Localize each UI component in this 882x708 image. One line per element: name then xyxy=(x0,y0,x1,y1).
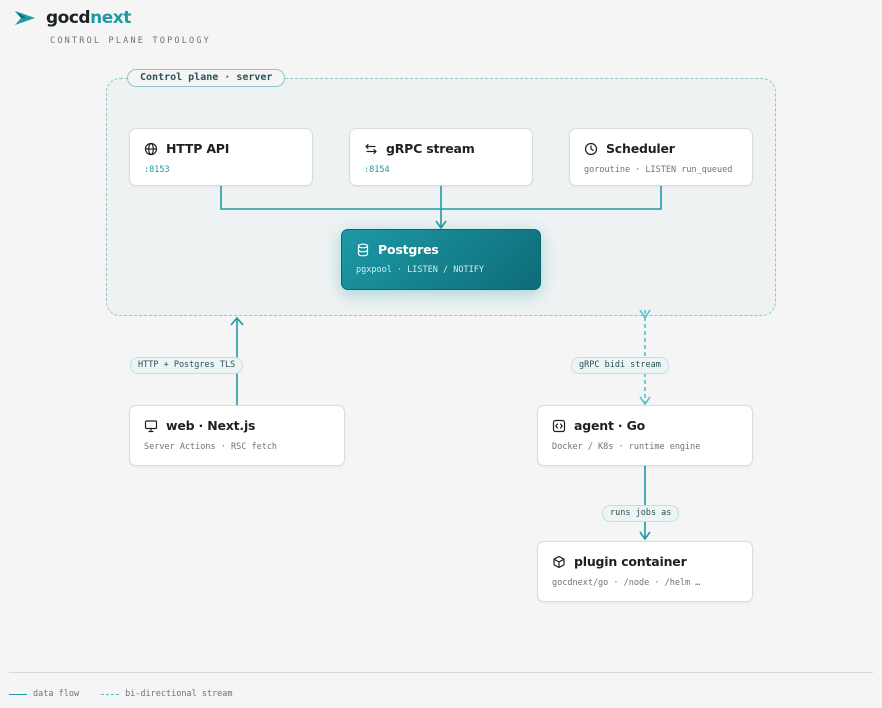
clock-icon xyxy=(584,142,598,155)
edge-agent-to-plugin-arrow xyxy=(639,531,651,541)
node-title: gRPC stream xyxy=(386,141,475,156)
node-title: HTTP API xyxy=(166,141,230,156)
node-scheduler[interactable]: Scheduler goroutine · LISTEN run_queued xyxy=(569,128,753,186)
node-subtitle: Docker / K8s · runtime engine xyxy=(552,442,701,452)
monitor-icon xyxy=(144,419,158,432)
node-http-api[interactable]: HTTP API :8153 xyxy=(129,128,313,186)
node-subtitle: pgxpool · LISTEN / NOTIFY xyxy=(356,265,484,275)
node-subtitle: gocdnext/go · /node · /helm … xyxy=(552,578,701,588)
node-title: web · Next.js xyxy=(166,418,256,433)
legend-dashed-label: bi-directional stream xyxy=(125,689,233,699)
node-subtitle: Server Actions · RSC fetch xyxy=(144,442,278,452)
node-title: Postgres xyxy=(378,242,439,257)
legend-solid-line xyxy=(9,693,27,695)
cube-icon xyxy=(553,555,565,568)
node-web[interactable]: web · Next.js Server Actions · RSC fetch xyxy=(129,405,345,466)
code-icon xyxy=(552,419,566,432)
edge-label-agent-plugin: runs jobs as xyxy=(602,505,680,522)
database-icon xyxy=(357,243,369,256)
legend-dashed-line xyxy=(101,693,120,695)
edge-web-to-server-arrow xyxy=(230,316,244,326)
arrows-exchange-icon xyxy=(365,143,377,154)
brand-name: gocdnext xyxy=(46,8,131,28)
edge-label-web: HTTP + Postgres TLS xyxy=(130,357,244,374)
legend: data flow bi-directional stream xyxy=(9,689,233,699)
node-title: agent · Go xyxy=(574,418,646,433)
globe-icon xyxy=(144,142,158,155)
node-title: plugin container xyxy=(574,554,687,569)
node-subtitle: goroutine · LISTEN run_queued xyxy=(584,165,733,175)
node-agent[interactable]: agent · Go Docker / K8s · runtime engine xyxy=(537,405,753,466)
brand-prefix: gocd xyxy=(46,8,91,28)
edge-label-agent-stream: gRPC bidi stream xyxy=(571,357,669,374)
node-title: Scheduler xyxy=(606,141,675,156)
node-port: :8154 xyxy=(364,165,390,175)
node-grpc-stream[interactable]: gRPC stream :8154 xyxy=(349,128,533,186)
node-port: :8153 xyxy=(144,165,170,175)
node-postgres[interactable]: Postgres pgxpool · LISTEN / NOTIFY xyxy=(341,229,541,290)
node-plugin-container[interactable]: plugin container gocdnext/go · /node · /… xyxy=(537,541,753,602)
brand: gocdnext xyxy=(14,8,131,28)
cluster-label: Control plane · server xyxy=(127,69,286,87)
page-subtitle: CONTROL PLANE TOPOLOGY xyxy=(50,36,211,46)
legend-solid-label: data flow xyxy=(33,689,80,699)
footer-divider xyxy=(9,672,873,673)
chevron-logo-icon xyxy=(15,11,35,25)
brand-accent: next xyxy=(90,8,131,28)
edge-agent-stream-arrow-bottom xyxy=(639,396,651,406)
